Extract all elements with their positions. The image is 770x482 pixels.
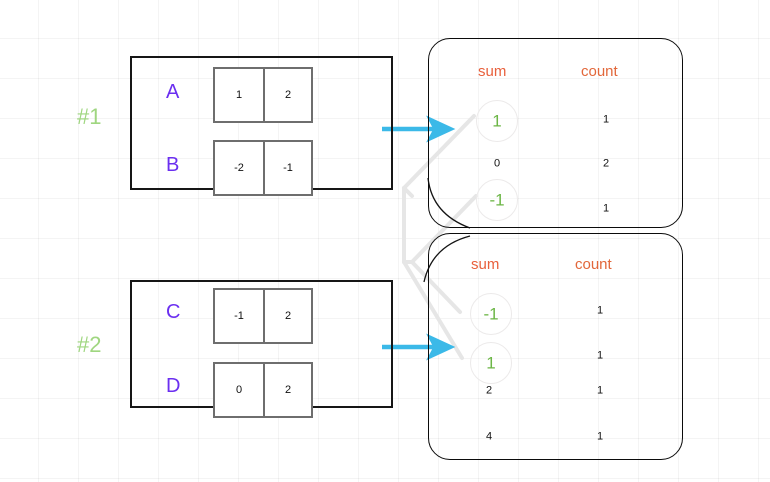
aggregate-2-row-0-sum: -1 [483,304,499,324]
cell-c-1: 2 [263,290,311,342]
row-b-cells: -2 -1 [213,140,313,196]
cell-b-0: -2 [234,162,244,174]
aggregate-1-row-2-sum: -1 [489,190,505,210]
row-a-cells: 1 2 [213,67,313,123]
aggregate-2-sum-header: sum [471,256,500,273]
aggregate-1-count-header: count [581,63,618,80]
row-label-a: A [166,81,180,103]
aggregate-2-row-2-sum: 2 [485,384,493,397]
row-label-c: C [166,301,181,323]
cell-a-0: 1 [235,89,243,101]
aggregate-1-row-0-highlight [476,100,518,142]
aggregate-2-row-1-count: 1 [596,349,604,362]
cell-d-0: 0 [235,384,243,396]
tag-2: #2 [77,332,102,357]
row-label-d: D [166,375,181,397]
aggregate-2-row-0-highlight [470,293,512,335]
aggregate-table-2 [428,233,683,460]
row-c-cells: -1 2 [213,288,313,344]
aggregate-2-row-3-count: 1 [596,430,604,443]
aggregate-1-row-1-count: 2 [602,157,610,170]
aggregate-1-row-0-count: 1 [602,113,610,126]
cell-d-1: 2 [263,364,311,416]
aggregate-1-row-0-sum: 1 [492,111,502,131]
aggregate-2-count-header: count [575,256,612,273]
aggregate-table-1 [428,38,683,228]
aggregate-1-row-2-highlight [476,179,518,221]
aggregate-1-row-1-sum: 0 [493,157,501,170]
cell-a-1: 2 [263,69,311,121]
row-d-cells: 0 2 [213,362,313,418]
aggregate-2-row-1-sum: 1 [486,353,496,373]
cell-c-0: -1 [234,310,244,322]
row-label-b: B [166,154,180,176]
aggregate-2-row-2-count: 1 [596,384,604,397]
aggregate-1-sum-header: sum [478,63,507,80]
aggregate-2-row-0-count: 1 [596,304,604,317]
cell-b-1: -1 [263,142,311,194]
aggregate-2-row-3-sum: 4 [485,430,493,443]
aggregate-2-row-1-highlight [470,342,512,384]
aggregate-1-row-2-count: 1 [602,202,610,215]
tag-1: #1 [77,104,102,129]
